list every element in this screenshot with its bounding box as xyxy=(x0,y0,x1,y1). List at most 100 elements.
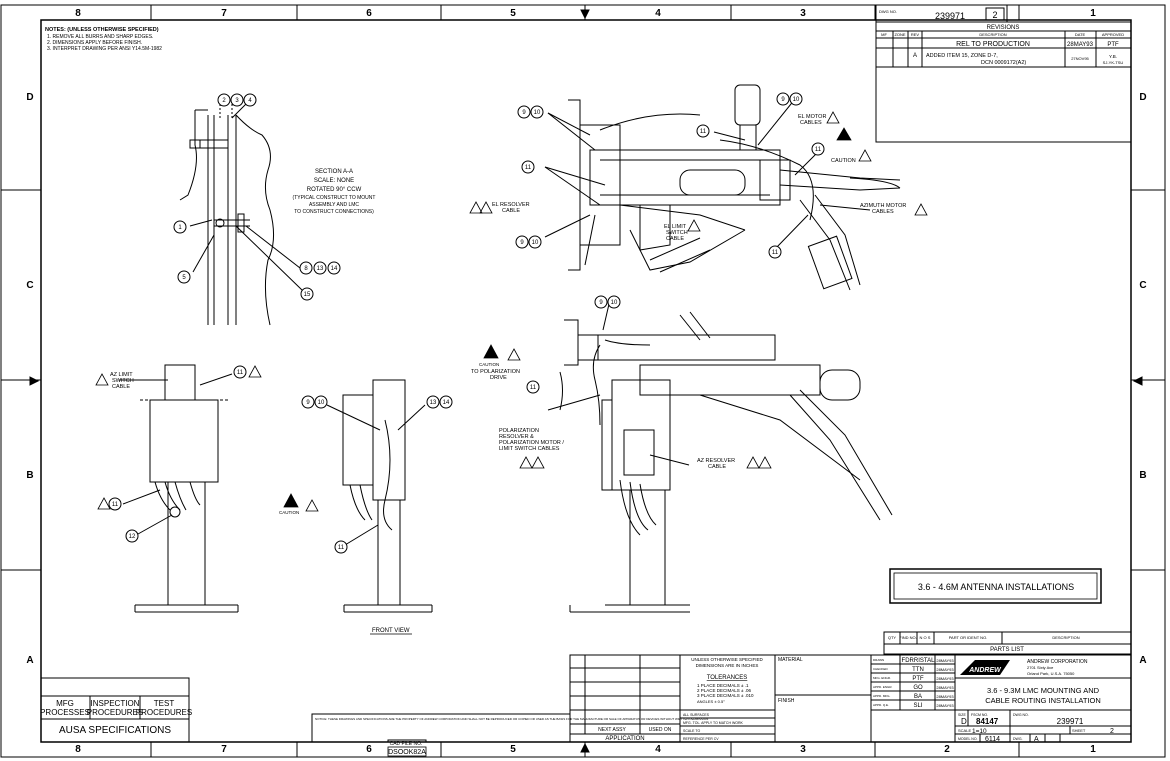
finish-label: FINISH xyxy=(778,698,795,704)
bubble-number: 10 xyxy=(534,110,541,116)
tol-item: ALL SURFACES xyxy=(683,713,710,717)
zone-row-label: C xyxy=(1139,280,1146,291)
zone-col-label: 1 xyxy=(1090,744,1096,755)
tol-line: UNLESS OTHERWISE SPECIFIED xyxy=(691,657,763,662)
bubble-number: 11 xyxy=(338,545,345,551)
note-item: 3. INTERPRET DRAWING PER ANSI Y14.5M-198… xyxy=(47,46,162,52)
section-a-a-text: SECTION A-A SCALE: NONE ROTATED 90° CCW … xyxy=(293,169,376,215)
bubble-number: 11 xyxy=(700,129,707,135)
signoff-name: BA xyxy=(914,694,922,700)
signoff-date: 28MAY93 xyxy=(936,658,954,663)
tol-item: REFERENCE PER CV xyxy=(683,737,719,741)
next-assy: NEXT ASSY xyxy=(598,727,626,733)
zone-col-label: 5 xyxy=(510,8,516,19)
bubble-number: 11 xyxy=(112,502,119,508)
zone-col-label: 4 xyxy=(655,744,661,755)
spec-header: PROCESSES xyxy=(40,708,90,717)
signoff-date: 28MAY93 xyxy=(936,685,954,690)
zone-row-label: B xyxy=(1139,470,1146,481)
zone-row-label: A xyxy=(1139,655,1146,666)
bubble-number: 5 xyxy=(182,275,186,281)
size-value: D xyxy=(961,717,967,726)
section-rotated: ROTATED 90° CCW xyxy=(307,187,362,193)
general-notes: NOTES: (UNLESS OTHERWISE SPECIFIED) 1. R… xyxy=(45,27,162,52)
section-note: (TYPICAL CONSTRUCT TO MOUNT xyxy=(293,195,376,201)
signoff-name: PTF xyxy=(912,676,924,682)
parts-header: PART OR IDENT NO. xyxy=(949,635,988,640)
note-item: 1. REMOVE ALL BURRS AND SHARP EDGES. xyxy=(47,34,153,40)
drawing-title: CABLE ROUTING INSTALLATION xyxy=(985,696,1101,705)
section-scale: SCALE: NONE xyxy=(314,178,354,184)
front-bubbles xyxy=(301,395,453,554)
elevation-bubbles xyxy=(515,92,825,259)
zone-col-label: 2 xyxy=(944,744,950,755)
elevation-assembly-view xyxy=(544,84,901,291)
center-arrow-left xyxy=(29,376,40,386)
fscm-value: 84147 xyxy=(976,717,999,726)
tol-item: ANGLES ± 0.5° xyxy=(697,699,725,704)
title-block xyxy=(870,654,1132,743)
signoff-name: TTN xyxy=(912,667,924,673)
rev-row-approved2: SJ-YK-TSU xyxy=(1103,60,1124,65)
bubble-number: 11 xyxy=(525,165,532,171)
tol-item: 1 PLACE DECIMALS ± .1 xyxy=(697,683,749,688)
front-triangles xyxy=(283,493,319,512)
zone-col-label: 6 xyxy=(366,744,372,755)
antenna-installations-box: 3.6 - 4.6M ANTENNA INSTALLATIONS xyxy=(889,568,1102,604)
spec-header: INSPECTION xyxy=(91,699,140,708)
company-addr: Orland Park, U.S.A. 75050 xyxy=(1027,671,1075,676)
signoff-role: APPD. Q.E. xyxy=(873,703,889,707)
front-view-label: FRONT VIEW xyxy=(372,628,410,634)
az-triangles xyxy=(483,344,772,469)
bubble-number: 14 xyxy=(331,266,338,272)
rev-header: MF xyxy=(881,32,887,37)
elevation-bubble-numbers: 9 10 11 11 9 10 11 9 10 11 xyxy=(520,97,821,256)
bubble-number: 2 xyxy=(222,98,226,104)
rev-header: DESCRIPTION xyxy=(979,32,1006,37)
left-bubble-numbers: 11 11 12 xyxy=(112,370,244,540)
notes-title: NOTES: (UNLESS OTHERWISE SPECIFIED) xyxy=(45,27,159,33)
andrew-logo-mark xyxy=(960,660,1010,675)
spec-header: PROCEDURES xyxy=(136,708,192,717)
zone-row-label: C xyxy=(26,280,33,291)
az-bubble-numbers: 9 10 11 xyxy=(530,300,618,391)
antenna-label: 3.6 - 4.6M ANTENNA INSTALLATIONS xyxy=(918,582,1074,592)
notice-text: NOTICE: THESE DRAWINGS AND SPECIFICATION… xyxy=(315,717,708,757)
zone-col-label: 1 xyxy=(1090,8,1096,19)
front-view xyxy=(326,379,433,613)
bubble-number: 11 xyxy=(530,385,537,391)
model-label: MODEL NO. xyxy=(958,737,978,741)
warning-triangles xyxy=(469,111,928,232)
drawing-frame xyxy=(40,19,1132,743)
signoff-role: APPD. ENGR. xyxy=(873,685,893,689)
bubble-number: 12 xyxy=(129,534,136,540)
dwg-no-top: 239971 xyxy=(935,11,965,21)
drawing-title: 3.6 - 9.3M LMC MOUNTING AND xyxy=(987,686,1100,695)
cad-label: CAD FILE NO. xyxy=(390,741,423,747)
zone-row-label: A xyxy=(26,655,33,666)
scale-label: SCALE xyxy=(958,728,971,733)
notice: NOTICE: THESE DRAWINGS AND SPECIFICATION… xyxy=(315,717,708,721)
signoff-date: 28MAY93 xyxy=(936,667,954,672)
center-arrow-right xyxy=(1132,376,1143,386)
bubble-number: 14 xyxy=(443,400,450,406)
revision-text: DWG NO. 239971 2 REVISIONS MF ZONE REV D… xyxy=(879,9,1124,66)
material-label: MATERIAL xyxy=(778,657,803,663)
ausa-specifications: AUSA SPECIFICATIONS xyxy=(59,725,171,736)
rev-row-rev: A xyxy=(913,53,917,59)
bubble-number: 1 xyxy=(178,225,182,231)
callout-caution: CAUTION xyxy=(831,158,856,164)
signoff-name: FDRRISTAL xyxy=(902,658,936,664)
zone-col-label: 3 xyxy=(800,744,806,755)
rev-row-date: 28MAY93 xyxy=(1067,42,1094,48)
rev-row-approved: Y.B. xyxy=(1109,54,1117,59)
bubble-number: 8 xyxy=(304,266,308,272)
company-addr: 2701 Sixty Ave xyxy=(1027,665,1054,670)
note-item: 2. DIMENSIONS APPLY BEFORE FINISH. xyxy=(47,40,142,46)
spec-header: PROCEDURES xyxy=(87,708,143,717)
bubble-number: 3 xyxy=(235,98,239,104)
signoff-text: DRAWN FDRRISTAL 28MAY93 CHECKED TTN 28MA… xyxy=(873,658,954,709)
